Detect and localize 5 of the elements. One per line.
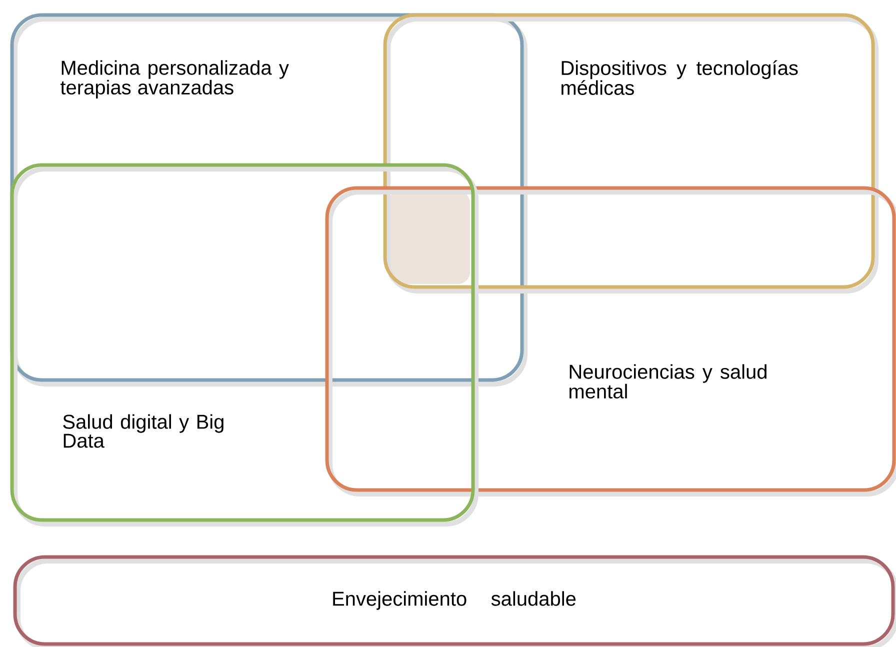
region-box: Neurociencias y salud mental	[325, 186, 896, 496]
region-box: Dispositivos y tecnologías médicas	[383, 13, 878, 294]
region-box: Envejecimiento saludable	[13, 555, 896, 647]
region-box: Medicina personalizada y terapias avanzadas	[10, 13, 528, 386]
region-box: Salud digital y Big Data	[10, 163, 478, 526]
